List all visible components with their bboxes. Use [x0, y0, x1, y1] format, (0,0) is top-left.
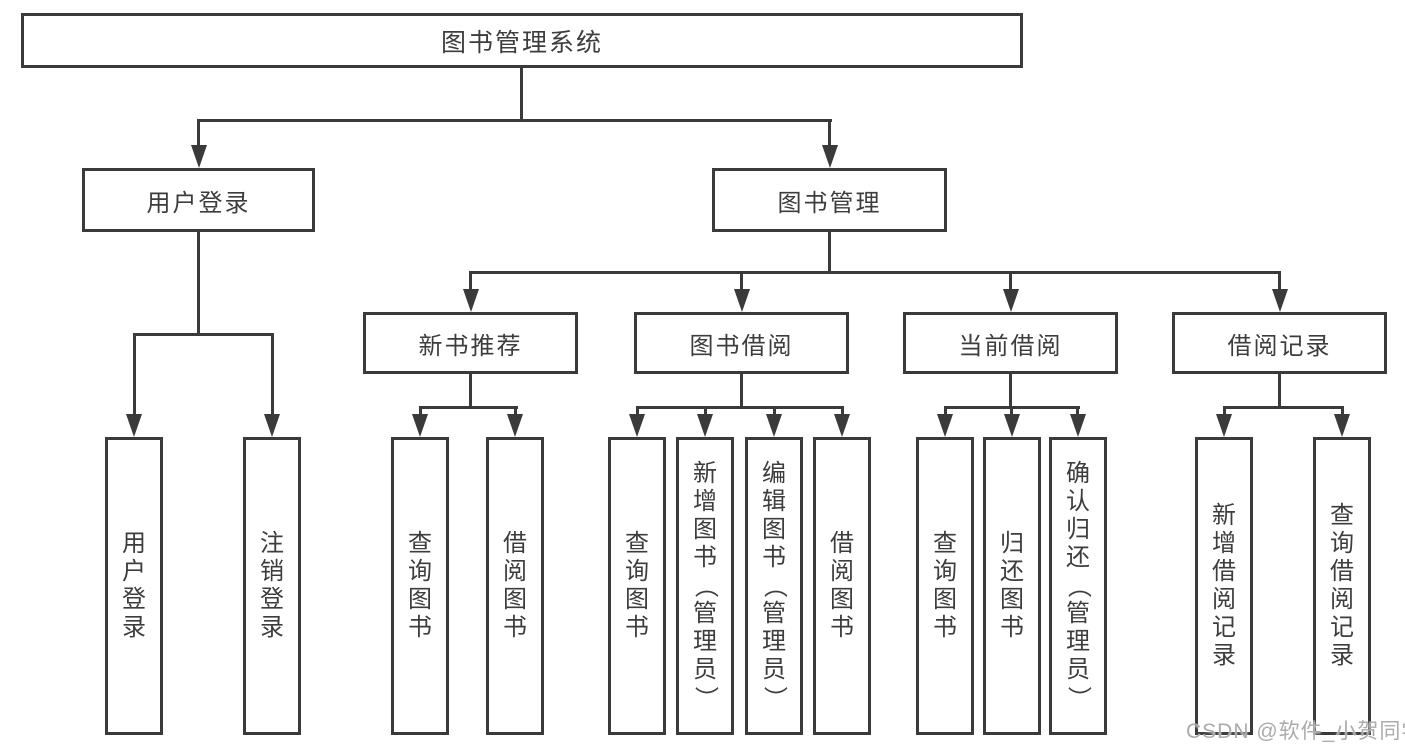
edge-shaft	[841, 406, 844, 416]
edge-stem	[828, 232, 831, 274]
edge-bar	[469, 271, 1281, 274]
edge-shaft	[197, 119, 200, 147]
edge-bar	[133, 333, 274, 336]
leaf-edit-books-admin: 编辑图书（管理员）	[745, 437, 803, 735]
arrowhead-down-icon	[937, 414, 953, 437]
leaf-confirm-return-admin: 确认归还（管理员）	[1049, 437, 1107, 735]
watermark: CSDN @软件_小贺同学	[1186, 720, 1405, 743]
arrowhead-down-icon	[1216, 414, 1232, 437]
arrowhead-down-icon	[1070, 414, 1086, 437]
arrowhead-down-icon	[697, 414, 713, 437]
leaf-logout: 注销登录	[243, 437, 301, 735]
arrowhead-down-icon	[1334, 414, 1350, 437]
node-new-book-recommend: 新书推荐	[363, 312, 578, 374]
edge-shaft	[828, 119, 831, 147]
node-user-login: 用户登录	[82, 168, 315, 232]
leaf-query-borrow-record: 查询借阅记录	[1313, 437, 1371, 735]
edge-shaft	[1278, 271, 1281, 291]
edge-bar	[419, 406, 518, 409]
edge-shaft	[514, 406, 517, 416]
arrowhead-down-icon	[766, 414, 782, 437]
leaf-borrow-books: 借阅图书	[813, 437, 871, 735]
edge-shaft	[1223, 406, 1226, 416]
edge-root-stem	[520, 68, 523, 120]
edge-shaft	[271, 333, 274, 417]
arrowhead-down-icon	[463, 289, 479, 312]
node-current-borrow: 当前借阅	[903, 312, 1118, 374]
node-book-management: 图书管理	[712, 168, 947, 232]
leaf-borrow-books: 借阅图书	[486, 437, 544, 735]
edge-stem	[197, 232, 200, 336]
edge-stem	[1278, 374, 1281, 409]
arrowhead-down-icon	[629, 414, 645, 437]
edge-stem	[469, 374, 472, 409]
edge-shaft	[1076, 406, 1079, 416]
arrowhead-down-icon	[1003, 289, 1019, 312]
arrowhead-down-icon	[191, 145, 207, 168]
node-root: 图书管理系统	[21, 13, 1023, 68]
arrowhead-down-icon	[126, 414, 142, 437]
edge-shaft	[1341, 406, 1344, 416]
leaf-add-books-admin: 新增图书（管理员）	[676, 437, 734, 735]
leaf-query-books: 查询图书	[391, 437, 449, 735]
leaf-return-books: 归还图书	[983, 437, 1041, 735]
leaf-user-login: 用户登录	[105, 437, 163, 735]
edge-shaft	[1010, 406, 1013, 416]
node-borrow-records: 借阅记录	[1172, 312, 1387, 374]
arrowhead-down-icon	[507, 414, 523, 437]
node-book-borrow: 图书借阅	[634, 312, 849, 374]
arrowhead-down-icon	[264, 414, 280, 437]
arrowhead-down-icon	[734, 289, 750, 312]
arrowhead-down-icon	[822, 145, 838, 168]
arrowhead-down-icon	[834, 414, 850, 437]
edge-shaft	[419, 406, 422, 416]
leaf-add-borrow-record: 新增借阅记录	[1195, 437, 1253, 735]
arrowhead-down-icon	[1004, 414, 1020, 437]
edge-shaft	[1009, 271, 1012, 291]
arrowhead-down-icon	[412, 414, 428, 437]
edge-shaft	[773, 406, 776, 416]
arrowhead-down-icon	[1272, 289, 1288, 312]
edge-shaft	[469, 271, 472, 291]
edge-shaft	[636, 406, 639, 416]
edge-shaft	[944, 406, 947, 416]
edge-bar	[636, 406, 844, 409]
leaf-query-books: 查询图书	[608, 437, 666, 735]
edge-shaft	[740, 271, 743, 291]
edge-shaft	[704, 406, 707, 416]
edge-bar	[1223, 406, 1343, 409]
edge-stem	[740, 374, 743, 409]
edge-root-bar	[197, 119, 832, 122]
edge-shaft	[133, 333, 136, 417]
edge-stem	[1009, 374, 1012, 409]
leaf-query-books: 查询图书	[916, 437, 974, 735]
